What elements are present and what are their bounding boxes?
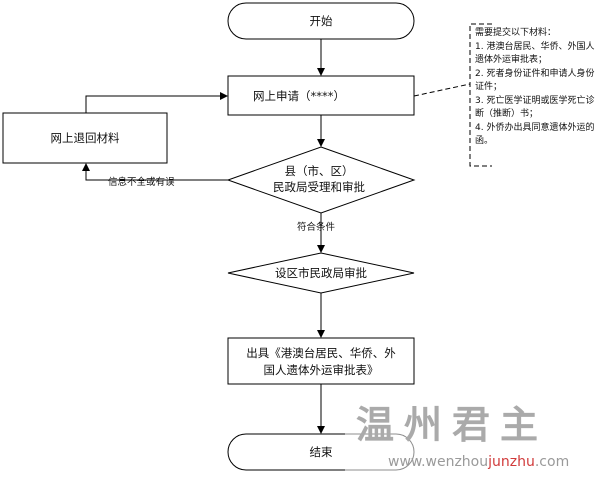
note-line: 断（推断）书； — [475, 107, 538, 119]
note-line: 4. 外侨办出具同意遗体外运的 — [475, 121, 594, 133]
start-node: 开始 — [227, 2, 415, 40]
issue-form-node: 出具《港澳台居民、华侨、外 国人遗体外运审批表》 — [227, 337, 415, 385]
apply-online-label: 网上申请（****） — [253, 89, 345, 103]
watermark-title: 温州君主 — [356, 402, 548, 447]
issue-form-label-1: 出具《港澳台居民、华侨、外 — [246, 346, 396, 360]
incomplete-label: 信息不全或有误 — [108, 176, 175, 188]
note-line: 函。 — [475, 135, 493, 146]
arrow-incomplete-to-return — [82, 163, 228, 181]
note-bracket — [469, 23, 492, 167]
county-review-decision: 县（市、区） 民政局受理和审批 — [226, 146, 416, 214]
city-review-label: 设区市民政局审批 — [275, 266, 367, 280]
county-review-label-1: 县（市、区） — [285, 164, 354, 178]
note-line: 1. 港澳台居民、华侨、外国人 — [475, 40, 594, 52]
eligible-label: 符合条件 — [297, 221, 336, 233]
start-label: 开始 — [310, 14, 333, 28]
note-line: 遗体外运审批表； — [475, 53, 547, 65]
note-connector — [413, 83, 471, 97]
watermark-url: www.wenzhoujunzhu.com — [388, 454, 569, 470]
arrow-return-to-apply — [85, 92, 228, 113]
end-label: 结束 — [310, 445, 333, 459]
watermark: 温州君主 www.wenzhoujunzhu.com — [345, 390, 615, 474]
note-line: 证件； — [475, 80, 502, 92]
return-materials-label: 网上退回材料 — [51, 131, 120, 145]
note-line: 2. 死者身份证件和申请人身份 — [475, 67, 594, 79]
city-review-decision: 设区市民政局审批 — [227, 252, 415, 294]
return-materials-node: 网上退回材料 — [2, 112, 168, 164]
county-review-label-2: 民政局受理和审批 — [273, 180, 365, 194]
note-line: 需要提交以下材料： — [475, 26, 556, 38]
issue-form-label-2: 国人遗体外运审批表》 — [264, 363, 379, 377]
materials-note: 需要提交以下材料： 1. 港澳台居民、华侨、外国人 遗体外运审批表； 2. 死者… — [475, 26, 594, 146]
apply-online-node: 网上申请（****） — [227, 75, 415, 116]
note-line: 3. 死亡医学证明或医学死亡诊 — [475, 94, 594, 106]
